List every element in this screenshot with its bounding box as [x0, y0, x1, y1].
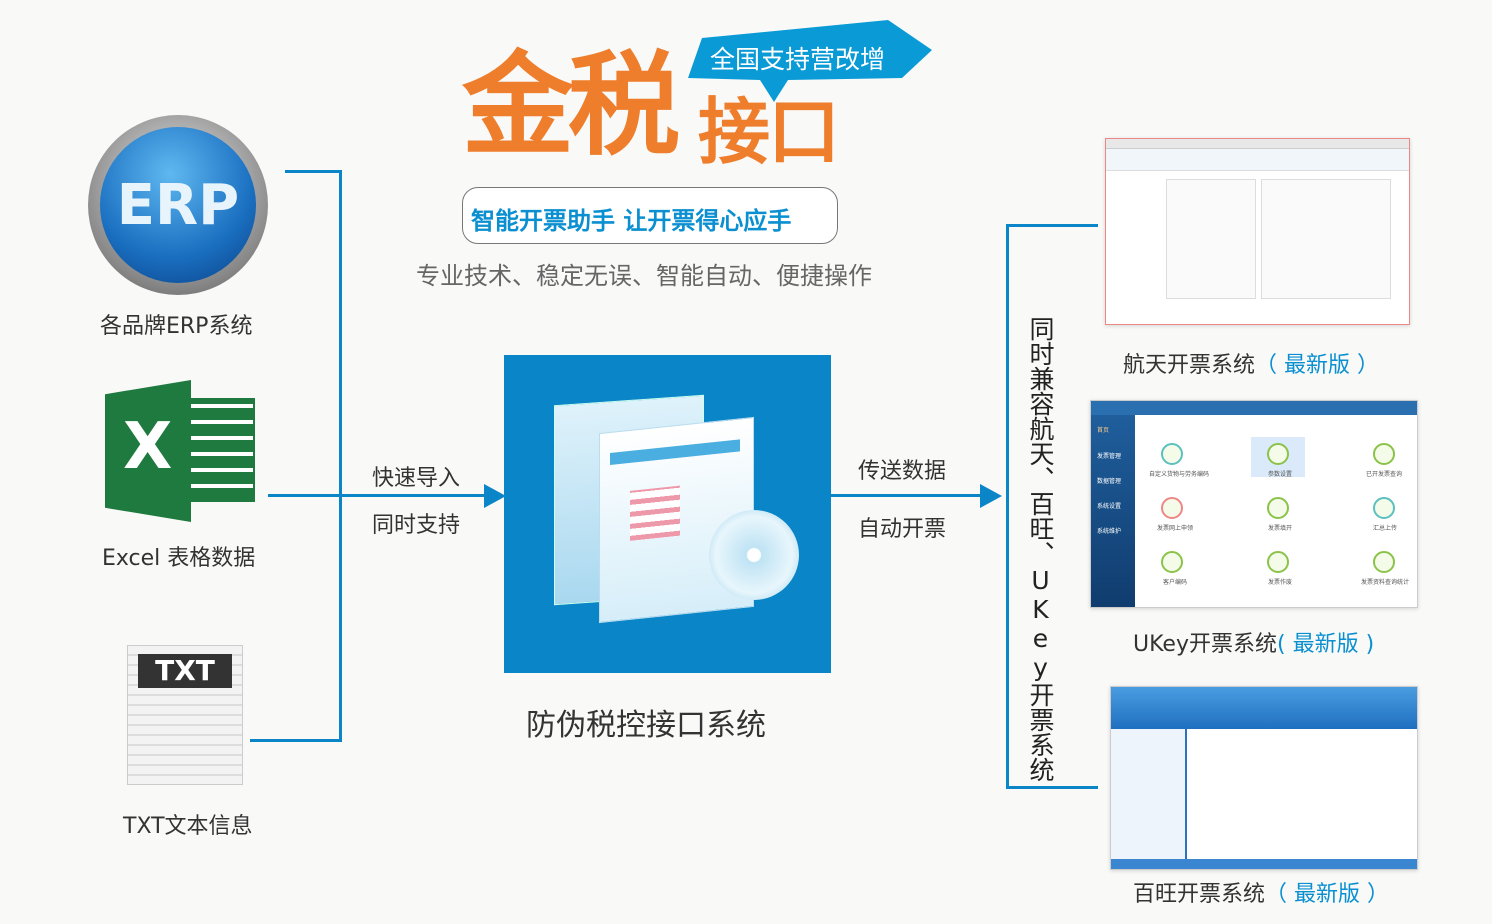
node-label: 汇总上传 [1373, 525, 1398, 532]
node-label: 发票作废 [1268, 579, 1293, 586]
sidebar-item: 首页 [1097, 427, 1110, 434]
excel-logo-text: X [123, 410, 173, 484]
connector-line [1006, 224, 1009, 789]
txt-label: TXT文本信息 [123, 814, 253, 839]
arrow-head-icon [980, 484, 1002, 508]
target-tag: （ 最新版 ） [1255, 353, 1380, 378]
target-tag: ( 最新版 ) [1277, 632, 1375, 657]
compat-text: 同时兼容航天、百旺、UKey开票系统 [1026, 316, 1055, 782]
vat-badge: 全国支持营改增 [688, 20, 932, 102]
excel-label: Excel 表格数据 [102, 546, 256, 571]
excel-icon: X [105, 380, 255, 522]
ukey-screenshot: 首页 发票管理 数据管理 系统设置 系统维护 自定义货物与劳务编码 发票网上申领… [1090, 400, 1418, 608]
txt-icon: TXT [127, 645, 243, 785]
sidebar-item: 系统维护 [1097, 528, 1122, 535]
node-label: 已开发票查询 [1366, 471, 1403, 478]
node-label: 客户编码 [1163, 579, 1188, 586]
target-name: 百旺开票系统 [1133, 882, 1266, 907]
connector-line [831, 494, 983, 497]
node-label: 发票网上申领 [1157, 525, 1194, 532]
cd-disc-icon [709, 510, 799, 600]
right-arrow-bottom: 自动开票 [858, 517, 947, 542]
txt-logo-text: TXT [138, 654, 232, 688]
features-text: 专业技术、稳定无误、智能自动、便捷操作 [416, 262, 872, 290]
target-name: UKey开票系统 [1133, 632, 1277, 657]
erp-logo: ERP [88, 115, 268, 295]
slogan-text: 智能开票助手 让开票得心应手 [471, 207, 792, 235]
sidebar-item: 数据管理 [1097, 478, 1122, 485]
connector-line [285, 170, 342, 173]
baiwang-label: 百旺开票系统（ 最新版 ） [1133, 876, 1389, 908]
center-label: 防伪税控接口系统 [526, 708, 766, 743]
connector-line [250, 739, 342, 742]
baiwang-screenshot [1110, 686, 1418, 870]
left-arrow-bottom: 同时支持 [372, 513, 461, 538]
target-tag: （ 最新版 ） [1265, 882, 1390, 907]
node-label: 发票填开 [1268, 525, 1293, 532]
connector-line [1006, 224, 1098, 227]
ukey-label: UKey开票系统( 最新版 ) [1133, 626, 1374, 658]
badge-text: 全国支持营改增 [710, 45, 886, 74]
hangtian-screenshot [1105, 138, 1410, 325]
connector-line [1006, 786, 1098, 789]
node-label: 发票资料查询统计 [1361, 579, 1410, 586]
slogan-pill: 智能开票助手 让开票得心应手 [462, 187, 838, 244]
node-label: 自定义货物与劳务编码 [1149, 471, 1210, 478]
arrow-head-icon [484, 484, 506, 508]
left-arrow-top: 快速导入 [372, 466, 461, 491]
connector-line [268, 494, 488, 497]
title-second: 接口 [698, 90, 840, 174]
target-name: 航天开票系统 [1123, 353, 1256, 378]
sidebar-item: 发票管理 [1097, 453, 1122, 460]
connector-line [339, 170, 342, 742]
title-main: 金税 [462, 41, 680, 171]
node-label: 参数设置 [1268, 471, 1293, 478]
product-box [504, 355, 831, 673]
erp-logo-text: ERP [116, 173, 240, 238]
sidebar-item: 系统设置 [1097, 503, 1122, 510]
hangtian-label: 航天开票系统（ 最新版 ） [1123, 347, 1379, 379]
right-arrow-top: 传送数据 [858, 459, 947, 484]
erp-label: 各品牌ERP系统 [100, 314, 253, 339]
